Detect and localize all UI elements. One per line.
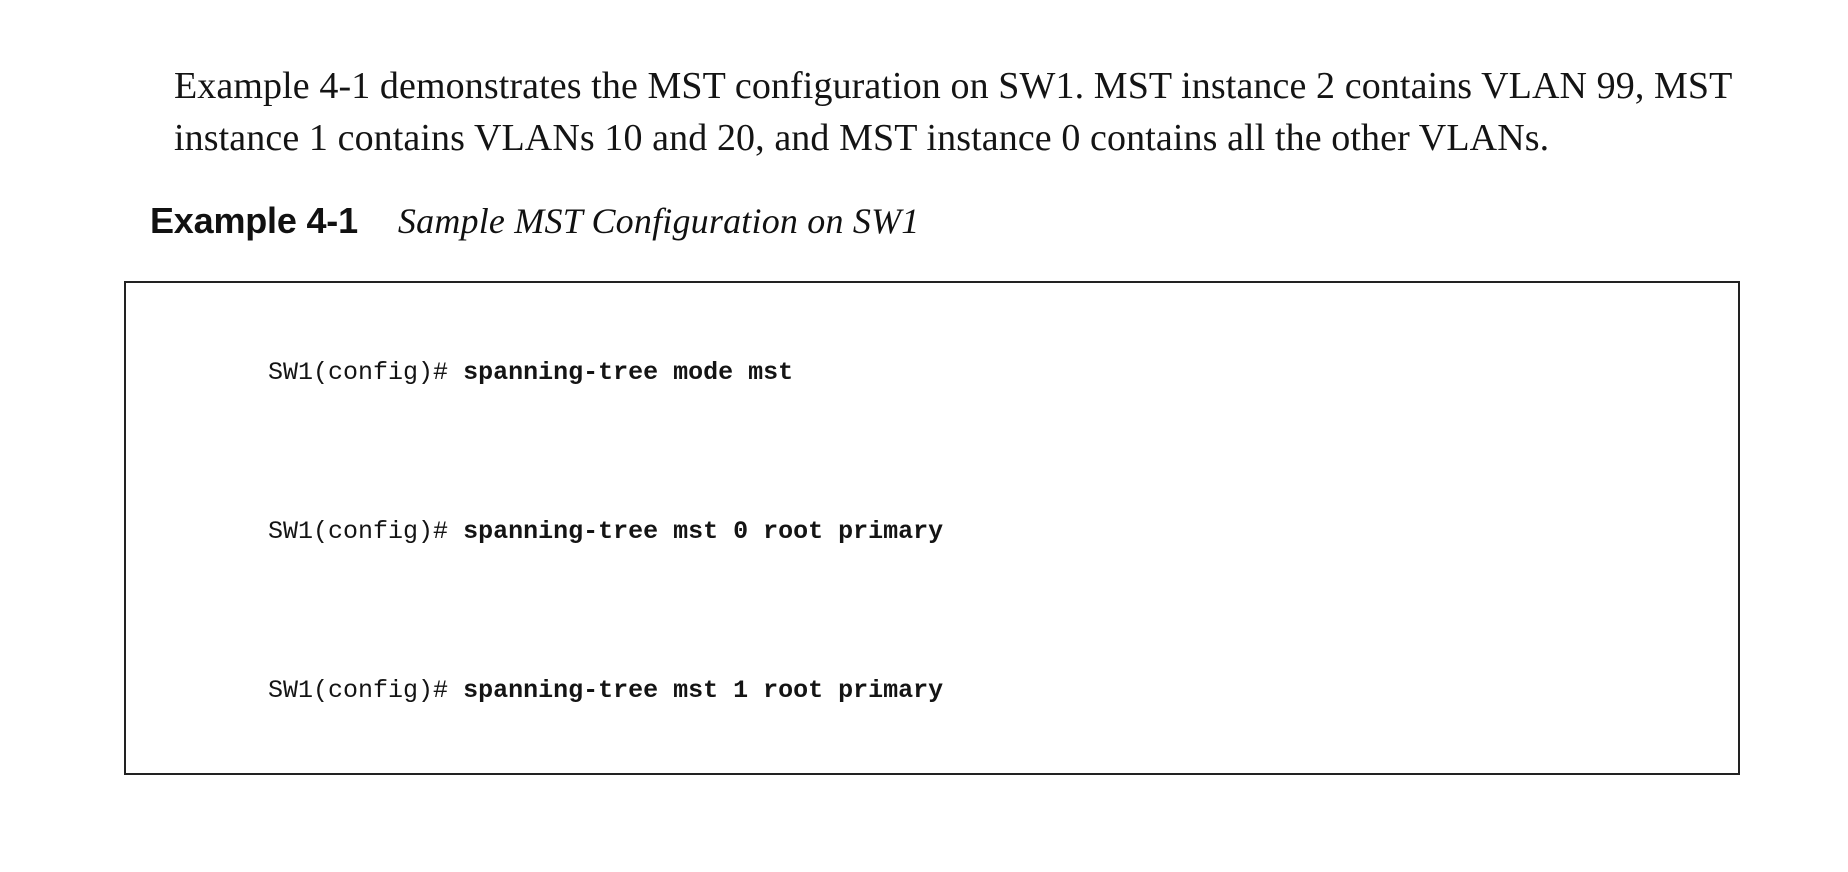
code-command: spanning-tree mst 1 root primary	[463, 676, 944, 705]
code-line: SW1(config)# spanning-tree mst 0 root pr…	[148, 452, 1732, 611]
code-prompt: SW1(config)#	[268, 517, 464, 546]
example-caption-title: Sample MST Configuration on SW1	[397, 201, 920, 241]
code-prompt: SW1(config)#	[268, 676, 464, 705]
code-line-list: SW1(config)# spanning-tree mode mst SW1(…	[148, 293, 1732, 773]
code-command: spanning-tree mst 0 root primary	[463, 517, 944, 546]
example-caption: Example 4-1 Sample MST Configuration on …	[150, 200, 1750, 242]
code-line: SW1(config)# spanning-tree mst 2 root pr…	[148, 770, 1732, 773]
code-line: SW1(config)# spanning-tree mode mst	[148, 293, 1732, 452]
code-prompt: SW1(config)#	[268, 358, 464, 387]
code-command: spanning-tree mode mst	[463, 358, 794, 387]
code-line: SW1(config)# spanning-tree mst 1 root pr…	[148, 611, 1732, 770]
intro-paragraph: Example 4-1 demonstrates the MST configu…	[174, 65, 1732, 159]
code-example-box: SW1(config)# spanning-tree mode mst SW1(…	[124, 281, 1740, 775]
example-caption-label: Example 4-1	[150, 200, 358, 241]
